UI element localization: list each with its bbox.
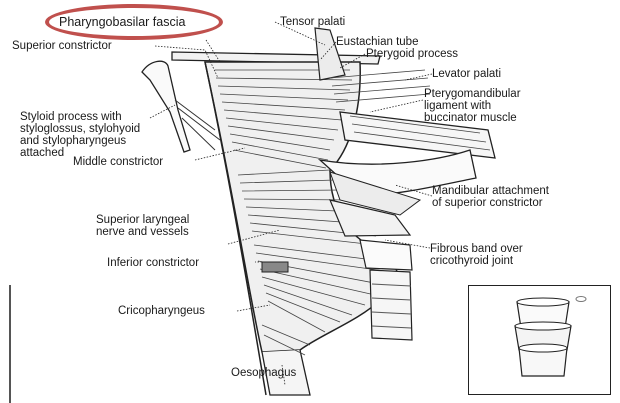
inset-constrictors-graphic — [469, 286, 612, 396]
label-pterygomandibular: Pterygomandibular ligament with buccinat… — [424, 88, 521, 124]
label-inferior-constrictor: Inferior constrictor — [107, 257, 199, 269]
inset-marker — [576, 297, 586, 302]
label-mandibular-attachment: Mandibular attachment of superior constr… — [432, 185, 549, 209]
label-tensor-palati: Tensor palati — [280, 16, 345, 28]
label-oesophagus: Oesophagus — [231, 367, 296, 379]
label-styloid-process: Styloid process with styloglossus, stylo… — [20, 111, 140, 159]
larynx — [360, 240, 412, 270]
label-levator-palati: Levator palati — [432, 68, 501, 80]
trachea — [370, 270, 412, 340]
inset-cup-middle-rim — [515, 322, 571, 330]
leader-pterygomandibular — [370, 100, 423, 112]
label-cricopharyngeus: Cricopharyngeus — [118, 305, 205, 317]
label-superior-laryngeal: Superior laryngeal nerve and vessels — [96, 214, 189, 238]
inset-cup-top-rim — [517, 298, 569, 306]
label-fibrous-band: Fibrous band over cricothyroid joint — [430, 243, 523, 267]
label-eustachian-tube: Eustachian tube — [336, 36, 418, 48]
inset-cup-bottom-rim — [519, 344, 567, 352]
inset-diagram — [468, 285, 611, 395]
cricopharyngeus-band — [262, 262, 288, 272]
label-superior-constrictor: Superior constrictor — [12, 40, 112, 52]
label-pharyngobasilar-fascia: Pharyngobasilar fascia — [59, 16, 185, 28]
label-pterygoid-process: Pterygoid process — [366, 48, 458, 60]
styloid-process — [142, 61, 190, 152]
label-middle-constrictor: Middle constrictor — [73, 156, 163, 168]
